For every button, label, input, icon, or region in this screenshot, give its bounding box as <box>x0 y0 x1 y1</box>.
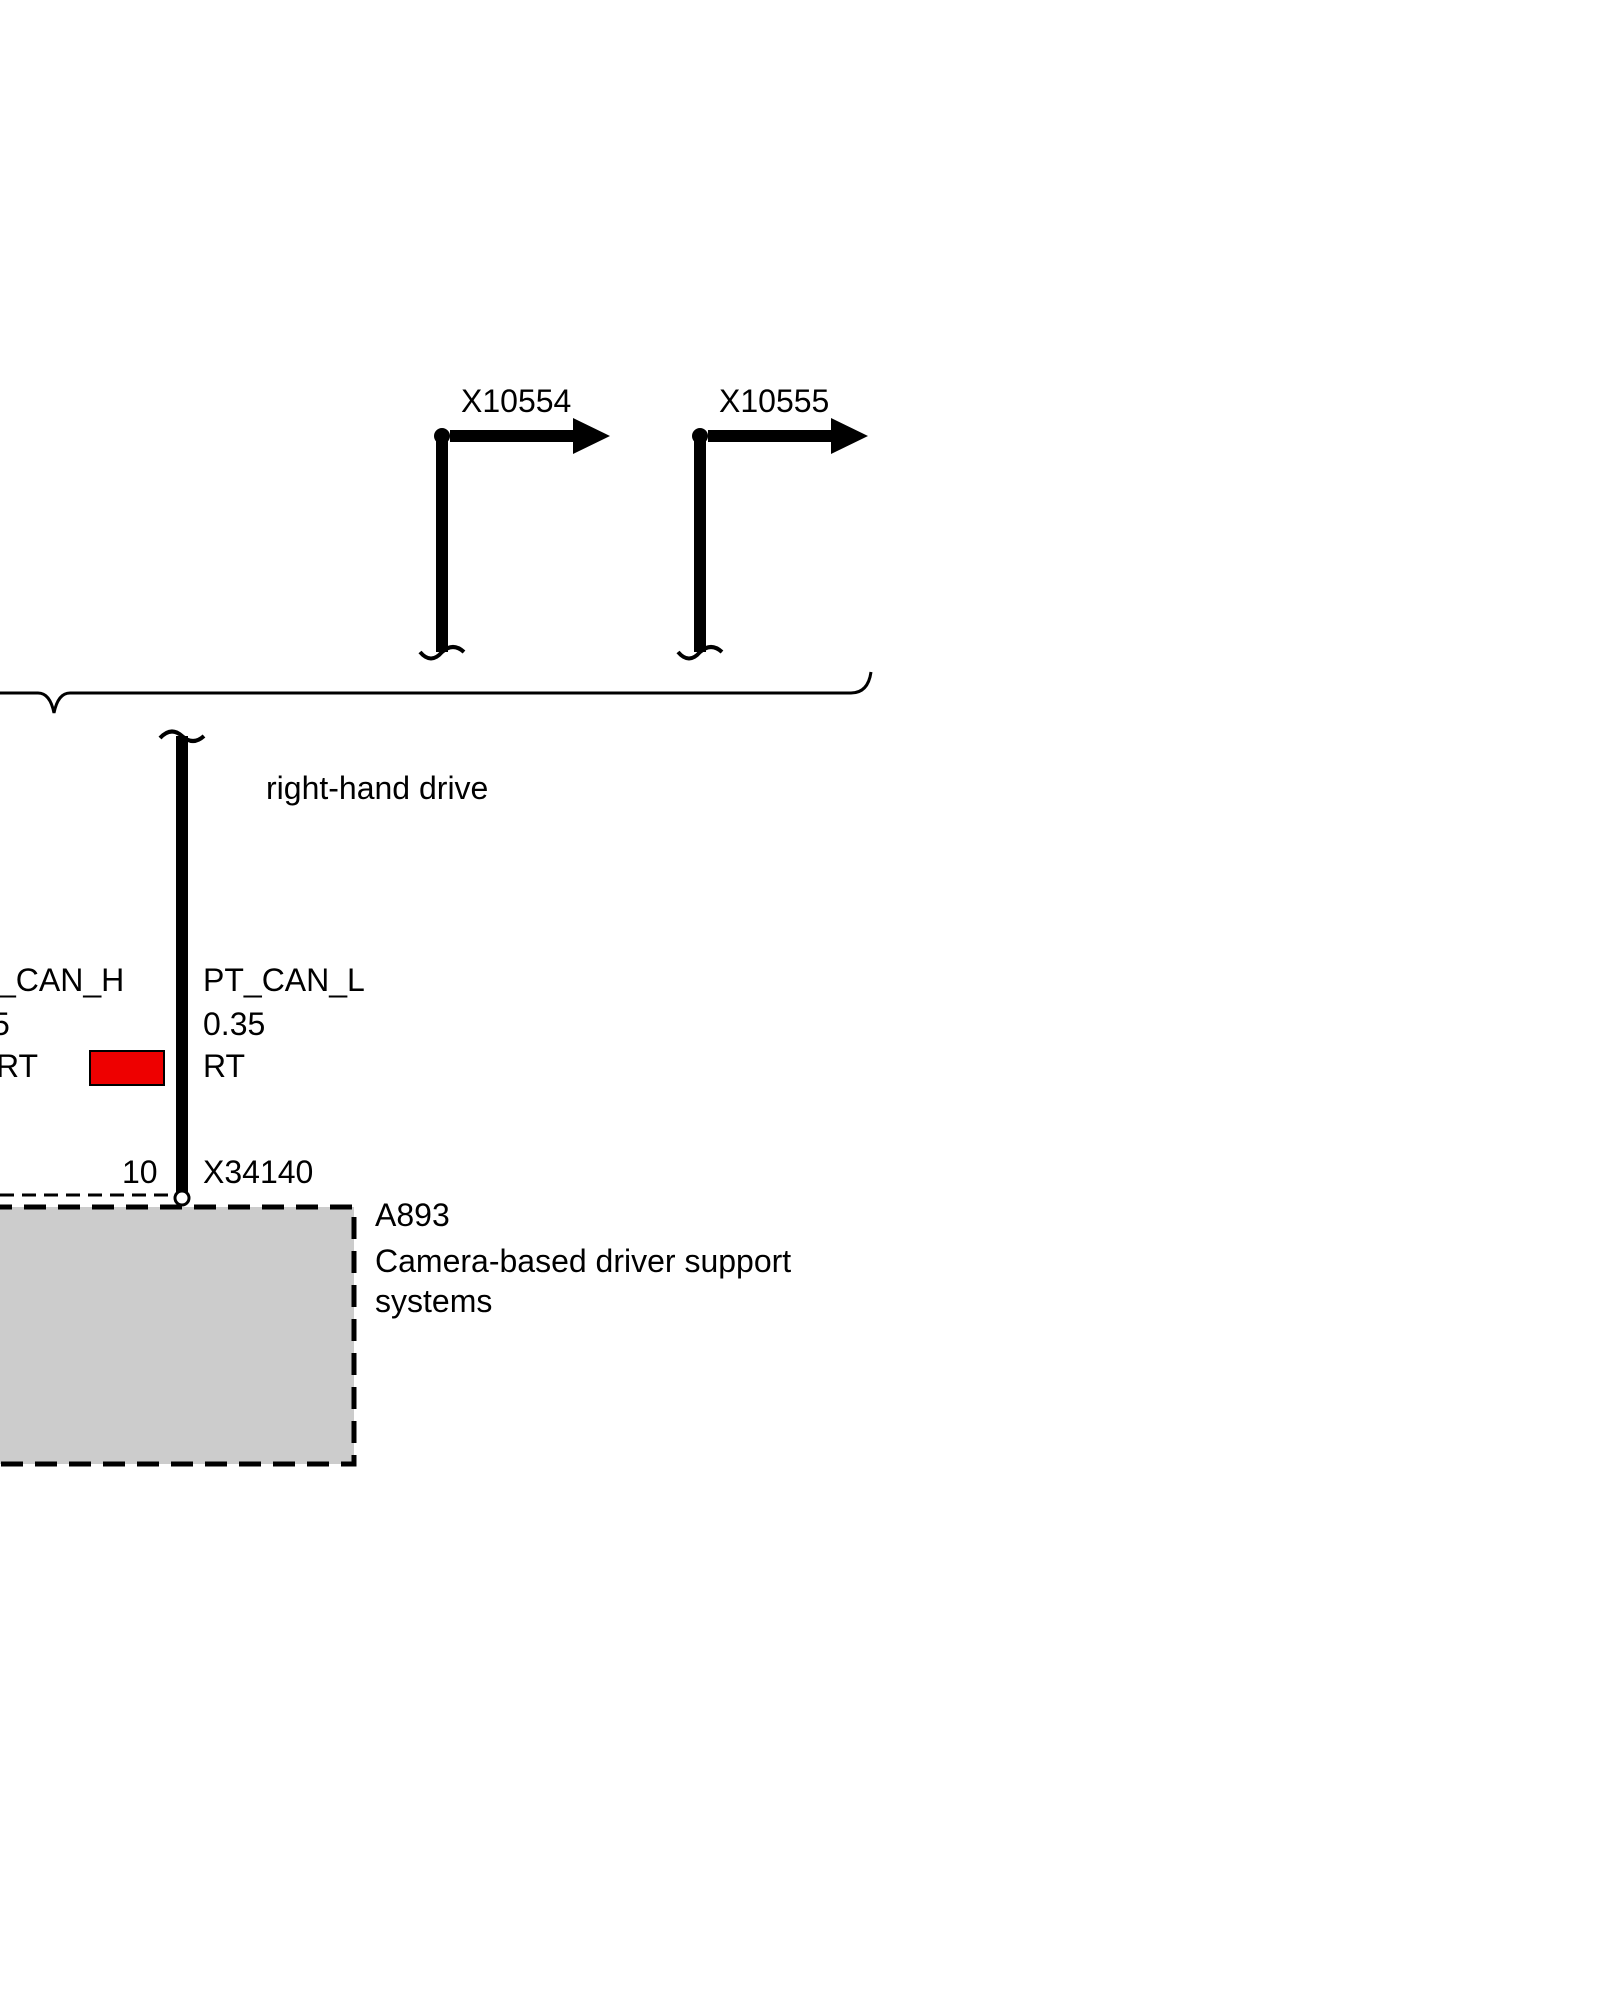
wire-color-swatch <box>89 1050 165 1086</box>
arrow-x10554 <box>573 418 610 454</box>
wire-left-cross-section: 5 <box>0 1006 10 1042</box>
wire-left-signal: _CAN_H <box>0 962 124 998</box>
pin-junction <box>173 1189 191 1207</box>
label-x10554: X10554 <box>461 383 571 419</box>
variant-brace <box>0 671 873 714</box>
label-x34140: X34140 <box>203 1154 313 1190</box>
connector-x10555: X10555 <box>676 383 868 661</box>
wire-break-x10554 <box>418 645 466 661</box>
connector-x10554: X10554 <box>418 383 610 661</box>
wire-pt-can-l <box>158 729 206 1207</box>
connector-dot-x10554 <box>434 428 450 444</box>
wire-left-color: RT <box>0 1048 38 1084</box>
component-name-line2: systems <box>375 1283 492 1319</box>
wire-break-x10555 <box>676 645 724 661</box>
wire-right-cross-section: 0.35 <box>203 1006 265 1042</box>
variant-label: right-hand drive <box>266 770 488 806</box>
wire-right-signal: PT_CAN_L <box>203 962 365 998</box>
component-name-line1: Camera-based driver support <box>375 1243 791 1279</box>
module-a893 <box>0 1204 357 1467</box>
component-id: A893 <box>375 1197 450 1233</box>
connector-dot-x10555 <box>692 428 708 444</box>
wire-right-color: RT <box>203 1048 245 1084</box>
pin-number: 10 <box>122 1154 158 1190</box>
label-x10555: X10555 <box>719 383 829 419</box>
arrow-x10555 <box>831 418 868 454</box>
